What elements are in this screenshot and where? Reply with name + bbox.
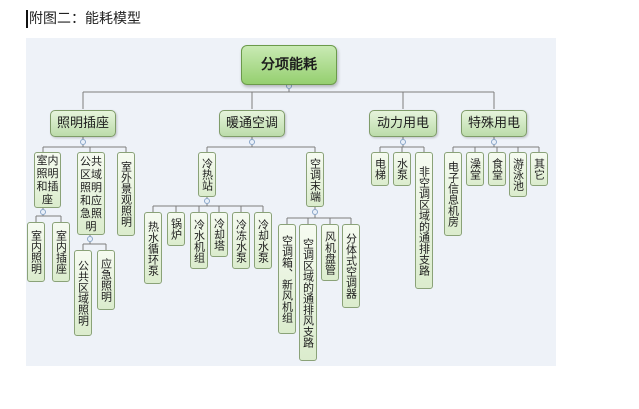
collapse-toggle-special[interactable] — [491, 139, 497, 145]
node-emergency-lighting[interactable]: 应急照明 — [97, 250, 115, 310]
node-canteen[interactable]: 食堂 — [488, 152, 506, 186]
branch-power[interactable]: 动力用电 — [369, 110, 437, 137]
node-chilled-water-pump[interactable]: 冷冻水泵 — [232, 212, 250, 269]
node-water-pump[interactable]: 水泵 — [393, 152, 411, 186]
node-non-hvac-ventilation[interactable]: 非空调区域的通排支路 — [415, 152, 433, 289]
node-public-area-lighting[interactable]: 公共区域照明 — [74, 250, 92, 336]
node-boiler[interactable]: 锅炉 — [167, 212, 185, 246]
collapse-toggle-public-lighting[interactable] — [87, 236, 93, 242]
collapse-toggle-terminal[interactable] — [312, 209, 318, 215]
node-hvac-terminal[interactable]: 空调末端 — [306, 152, 324, 207]
node-ventilation-branch[interactable]: 空调区域的通排风支路 — [299, 224, 317, 361]
node-split-ac[interactable]: 分体式空调器 — [342, 224, 360, 308]
node-outdoor-landscape-lighting[interactable]: 室外景观照明 — [117, 152, 135, 236]
branch-hvac[interactable]: 暖通空调 — [219, 110, 285, 137]
node-data-center[interactable]: 电子信息机房 — [444, 152, 462, 236]
root-node[interactable]: 分项能耗 — [241, 45, 337, 85]
node-bathhouse[interactable]: 澡堂 — [466, 152, 484, 186]
node-cooling-tower[interactable]: 冷却塔 — [210, 212, 228, 257]
node-indoor-sockets[interactable]: 室内插座 — [52, 222, 70, 282]
node-elevator[interactable]: 电梯 — [371, 152, 389, 186]
node-fan-coil[interactable]: 风机盘管 — [321, 224, 339, 281]
node-chiller[interactable]: 冷水机组 — [190, 212, 208, 269]
collapse-toggle-plant[interactable] — [204, 198, 210, 204]
node-cooling-water-pump[interactable]: 冷却水泵 — [254, 212, 272, 269]
node-indoor-lighting-sockets[interactable]: 室内照明和插座 — [34, 152, 61, 208]
node-public-emergency-lighting[interactable]: 公共区域照明和应急照明 — [77, 152, 105, 235]
collapse-toggle-power[interactable] — [400, 139, 406, 145]
node-hot-water-pump[interactable]: 热水循环泵 — [144, 212, 162, 284]
collapse-toggle-hvac[interactable] — [249, 139, 255, 145]
node-other[interactable]: 其它 — [530, 152, 548, 186]
branch-special[interactable]: 特殊用电 — [461, 110, 527, 137]
node-indoor-lighting[interactable]: 室内照明 — [27, 222, 45, 282]
collapse-toggle-lighting[interactable] — [80, 139, 86, 145]
node-swimming-pool[interactable]: 游泳池 — [509, 152, 527, 197]
branch-lighting[interactable]: 照明插座 — [50, 110, 116, 137]
collapse-toggle-indoor-lighting[interactable] — [40, 209, 46, 215]
node-heating-cooling-plant[interactable]: 冷热站 — [198, 152, 216, 197]
node-ahu-fresh-air-unit[interactable]: 空调箱、新风机组 — [278, 224, 296, 334]
figure-caption: 附图二：能耗模型 — [26, 10, 141, 28]
